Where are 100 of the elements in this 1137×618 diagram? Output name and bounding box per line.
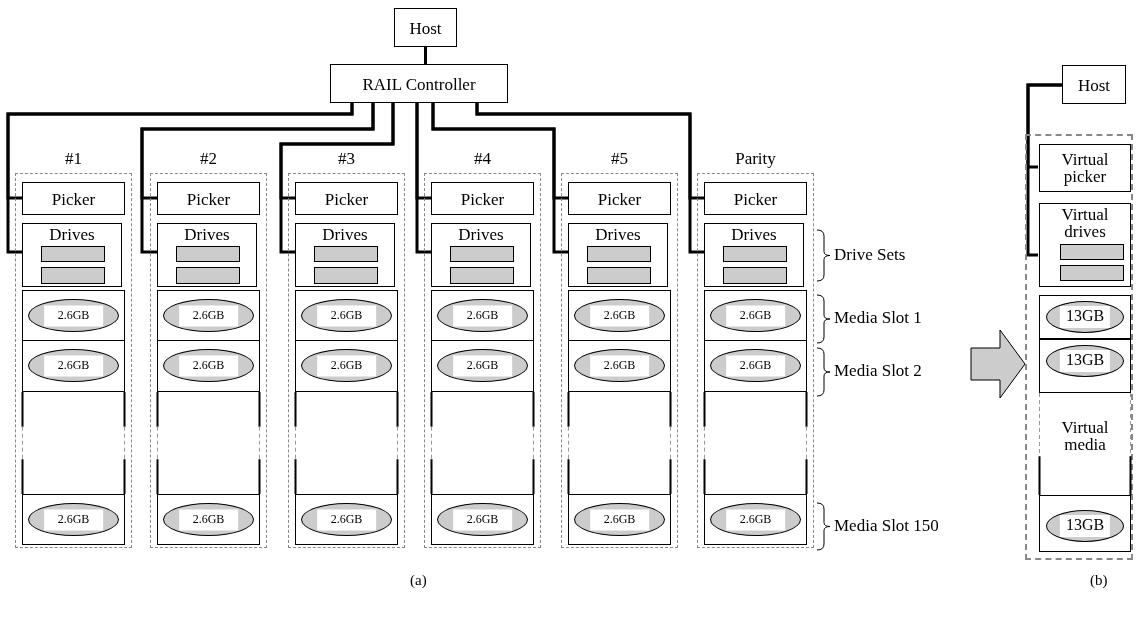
bracket-label: Media Slot 1 xyxy=(834,308,922,328)
box-label: Drives xyxy=(457,226,505,243)
media-slot-box xyxy=(22,290,125,341)
box-label: Drives xyxy=(730,226,778,243)
box-label: Virtual picker xyxy=(1060,151,1110,185)
media-slot-box xyxy=(295,340,398,392)
host-box xyxy=(394,8,457,47)
picker-box xyxy=(157,182,260,215)
capacity-label: 2.6GB xyxy=(589,305,650,326)
box-label: Picker xyxy=(185,190,232,207)
column-heading: #4 xyxy=(473,150,492,167)
drive-set-box xyxy=(568,223,668,287)
media-slot-box xyxy=(157,290,260,341)
box-label: Picker xyxy=(596,190,643,207)
drive-set-box xyxy=(704,223,804,287)
column-heading: #1 xyxy=(64,150,83,167)
connector-line xyxy=(475,103,704,254)
drive-set-box xyxy=(157,223,257,287)
drive-bar xyxy=(1060,244,1124,260)
connector-line xyxy=(431,103,568,254)
box-label: Picker xyxy=(50,190,97,207)
virtual-media-box xyxy=(1039,393,1131,495)
virtual-drive-set-box xyxy=(1039,203,1131,287)
capacity-label: 2.6GB xyxy=(725,509,786,530)
controller-box xyxy=(330,64,508,103)
connector-line xyxy=(415,103,431,254)
capacity-label: 2.6GB xyxy=(316,305,377,326)
capacity-label: 2.6GB xyxy=(725,355,786,376)
drive-bar xyxy=(314,246,378,262)
drive-bar xyxy=(587,246,651,262)
column-heading: #2 xyxy=(199,150,218,167)
picker-box xyxy=(295,182,398,215)
capacity-label: 13GB xyxy=(1059,306,1111,328)
drive-bar xyxy=(41,246,105,262)
capacity-label: 2.6GB xyxy=(452,305,513,326)
drive-bar xyxy=(1060,265,1124,281)
capacity-label: 2.6GB xyxy=(43,355,104,376)
capacity-label: 2.6GB xyxy=(452,355,513,376)
column-heading: #3 xyxy=(337,150,356,167)
media-slot-box xyxy=(295,290,398,341)
gap-box xyxy=(431,392,534,494)
block-arrow xyxy=(970,329,1026,399)
media-slot-box xyxy=(568,290,671,341)
media-slot-box xyxy=(295,494,398,545)
drive-set-box xyxy=(22,223,122,287)
drive-bar xyxy=(450,267,514,284)
drive-bar xyxy=(314,267,378,284)
column-heading: Parity xyxy=(734,150,777,167)
gap-box xyxy=(295,392,398,494)
gap-box xyxy=(22,392,125,494)
connector-line xyxy=(279,103,395,254)
drive-bar xyxy=(723,246,787,262)
connector-line xyxy=(6,103,354,254)
capacity-label: 2.6GB xyxy=(316,509,377,530)
capacity-label: 2.6GB xyxy=(43,305,104,326)
gap-box xyxy=(568,392,671,494)
box-label: Drives xyxy=(594,226,642,243)
virtual-picker-box xyxy=(1039,144,1131,192)
drive-bar xyxy=(450,246,514,262)
gap-box xyxy=(704,392,807,494)
capacity-label: 2.6GB xyxy=(43,509,104,530)
capacity-label: 2.6GB xyxy=(589,509,650,530)
panel-caption: (b) xyxy=(1090,572,1108,589)
virtual-library-column xyxy=(1025,134,1133,560)
media-slot-box xyxy=(568,494,671,545)
media-slot-box xyxy=(157,494,260,545)
drive-bar xyxy=(587,267,651,284)
media-slot-box xyxy=(431,494,534,545)
media-slot-box xyxy=(704,290,807,341)
picker-box xyxy=(704,182,807,215)
box-label: Host xyxy=(1076,76,1112,93)
media-slot-box xyxy=(431,290,534,341)
box-label: Picker xyxy=(323,190,370,207)
capacity-label: 2.6GB xyxy=(178,509,239,530)
media-slot-box xyxy=(568,340,671,392)
capacity-label: 2.6GB xyxy=(178,305,239,326)
bracket-label: Media Slot 2 xyxy=(834,361,922,381)
capacity-label: 13GB xyxy=(1059,515,1111,537)
host-box xyxy=(1062,65,1126,104)
box-label: Picker xyxy=(732,190,779,207)
box-label: Drives xyxy=(183,226,231,243)
connector-line xyxy=(424,47,427,64)
media-slot-box xyxy=(1039,339,1131,393)
box-label: Drives xyxy=(48,226,96,243)
media-slot-box xyxy=(157,340,260,392)
drive-bar xyxy=(723,267,787,284)
capacity-label: 2.6GB xyxy=(452,509,513,530)
drive-bar xyxy=(176,267,240,284)
capacity-label: 2.6GB xyxy=(178,355,239,376)
connector-line xyxy=(140,103,375,254)
media-slot-box xyxy=(704,494,807,545)
picker-box xyxy=(22,182,125,215)
panel-caption: (a) xyxy=(410,572,427,589)
box-label: Virtual drives xyxy=(1060,206,1110,240)
box-label: RAIL Controller xyxy=(361,75,477,92)
gap-box xyxy=(157,392,260,494)
media-slot-box xyxy=(22,340,125,392)
connector-line xyxy=(1026,83,1062,257)
capacity-label: 2.6GB xyxy=(589,355,650,376)
drive-set-box xyxy=(431,223,531,287)
